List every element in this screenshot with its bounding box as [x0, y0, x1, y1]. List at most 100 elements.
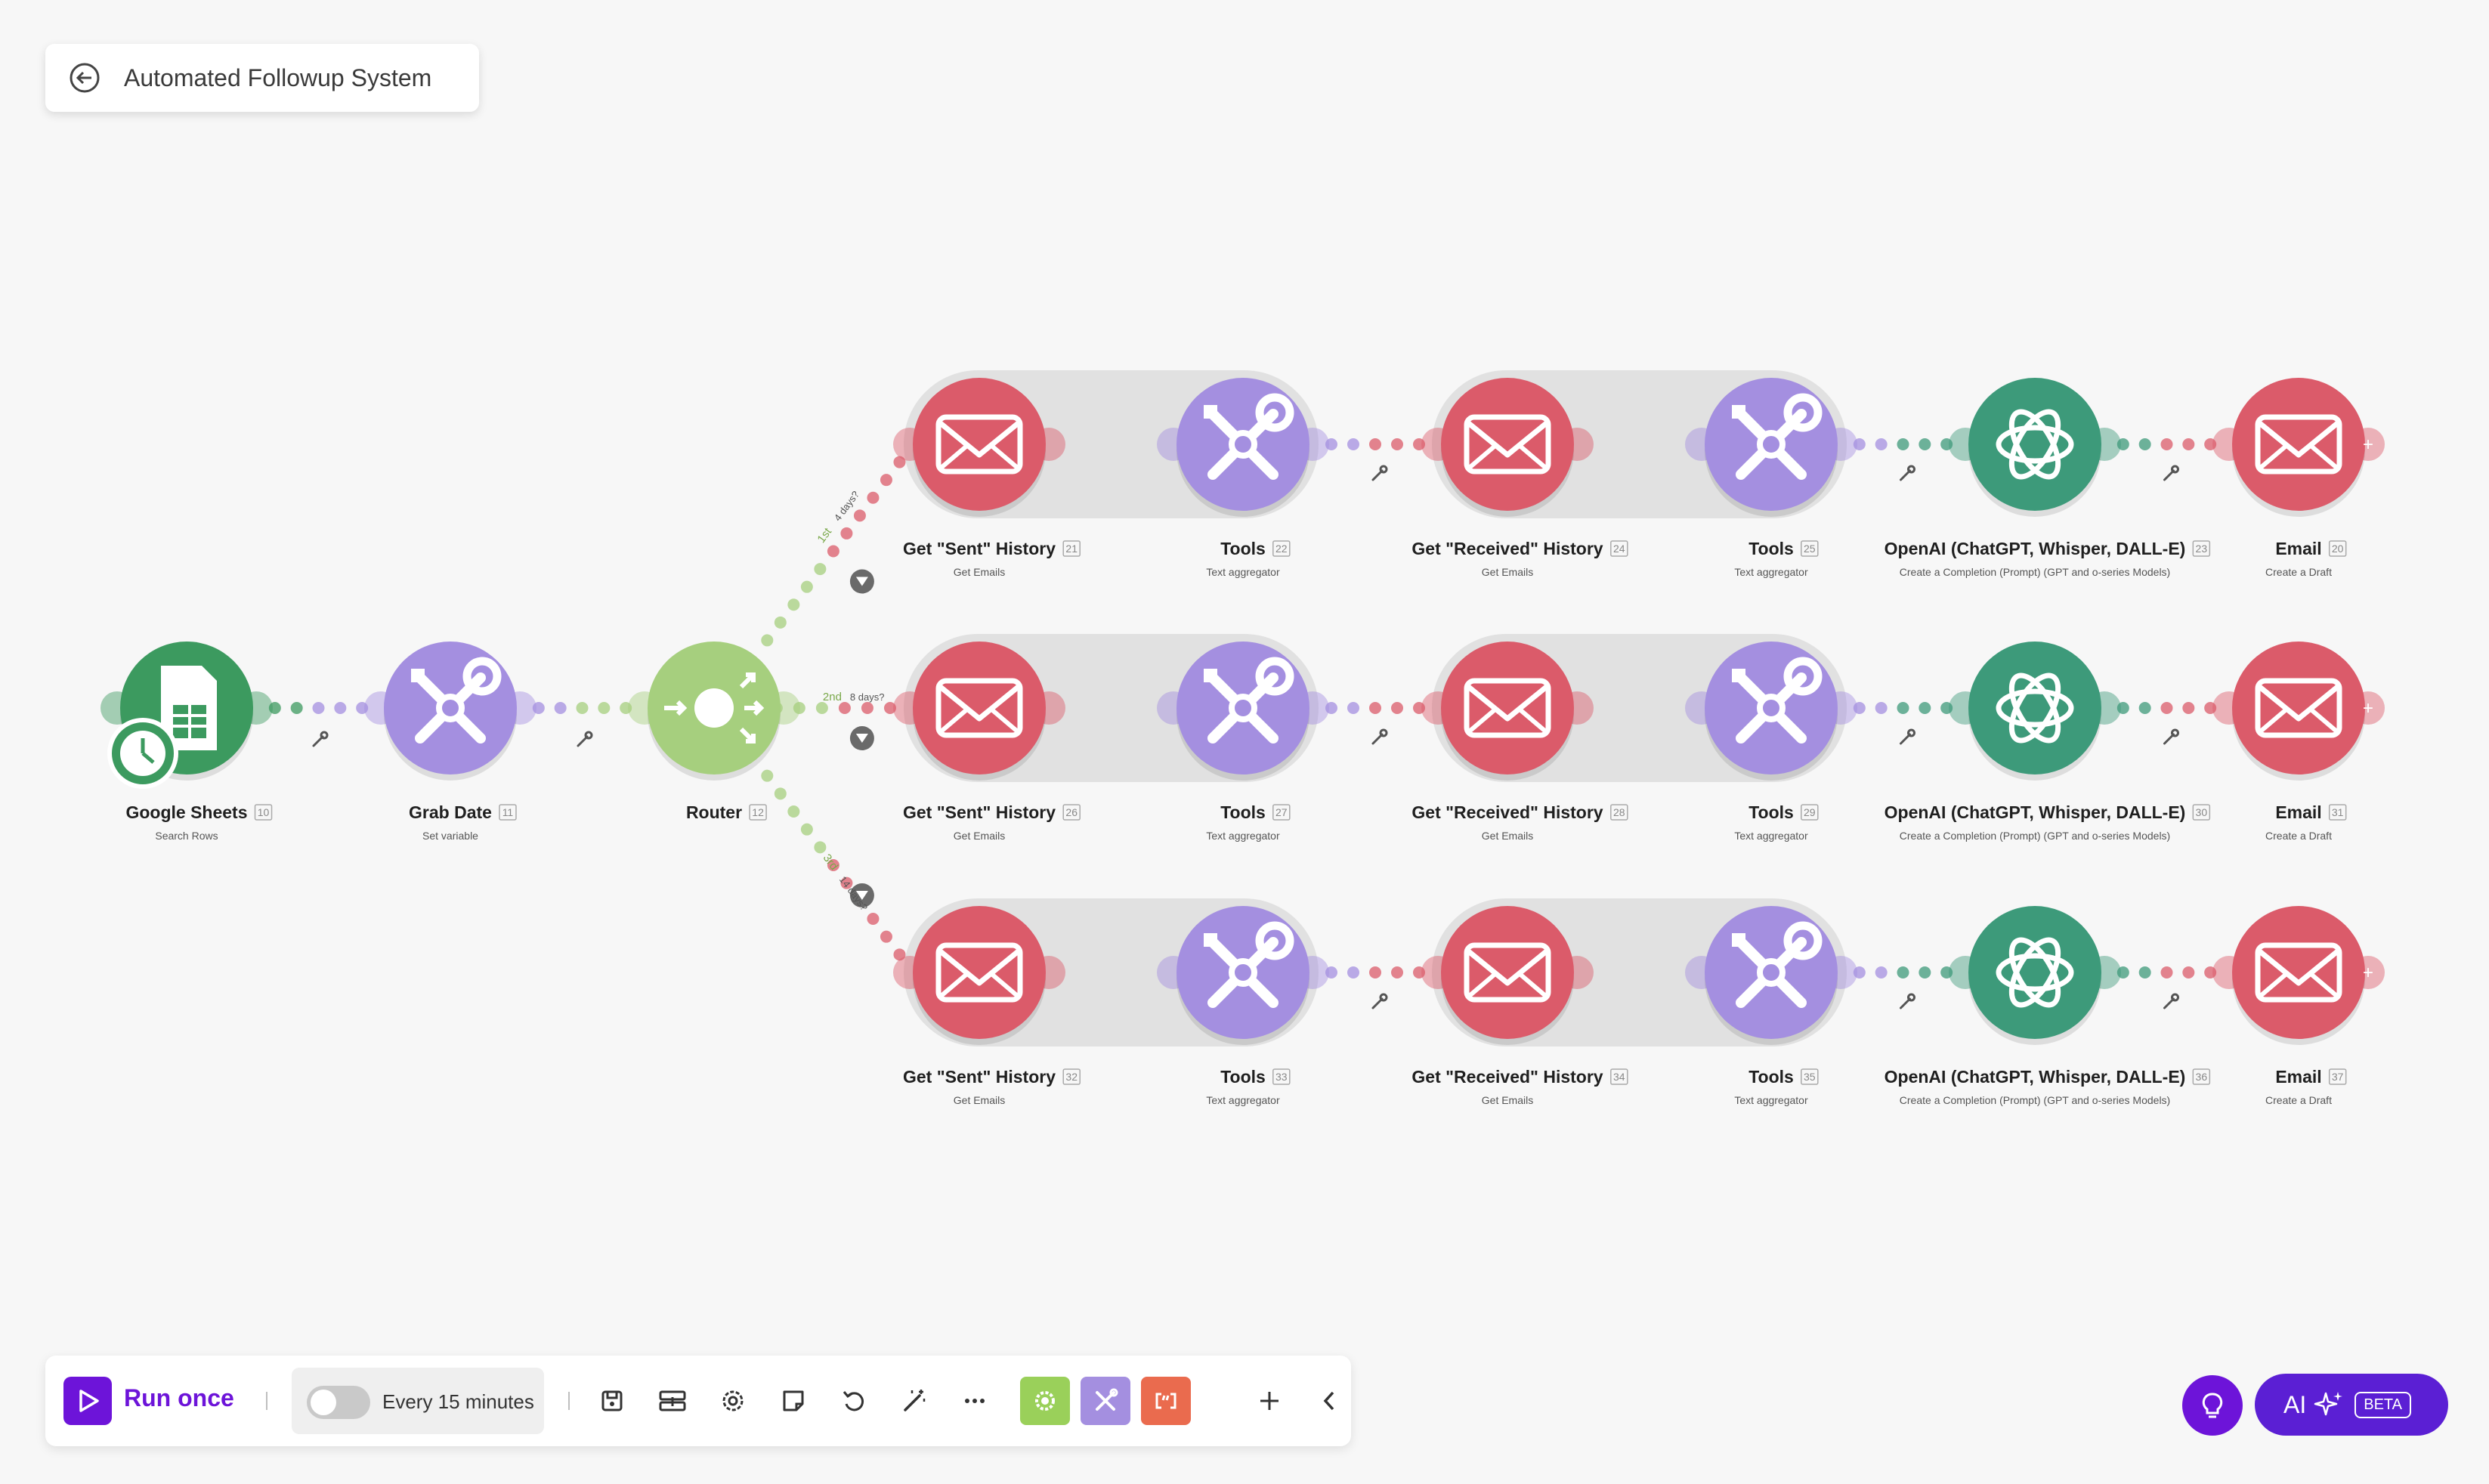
module-23[interactable]: OpenAI (ChatGPT, Whisper, DALL-E)23Creat…	[1885, 378, 2211, 578]
connection-settings-icon[interactable]	[1900, 465, 1915, 481]
connection-settings-icon[interactable]	[2163, 993, 2179, 1009]
hints-button[interactable]	[2182, 1375, 2243, 1436]
add-module-plus-icon[interactable]: +	[2363, 963, 2373, 983]
connection-dot	[1875, 438, 1888, 450]
connection-settings-icon[interactable]	[1900, 728, 1915, 745]
module-name: Get "Sent" History	[903, 802, 1056, 822]
email-module-circle[interactable]	[2232, 642, 2365, 774]
email-module-circle[interactable]	[913, 378, 1046, 511]
text-parser-app-icon[interactable]	[1141, 1377, 1191, 1425]
module-id: 24	[1613, 543, 1625, 555]
module-id-badge	[2328, 804, 2347, 821]
module-id: 22	[1275, 543, 1288, 555]
module-name: Grab Date	[409, 802, 492, 822]
run-once-label[interactable]: Run once	[124, 1384, 234, 1411]
connection-dot	[532, 702, 545, 714]
module-id: 23	[2196, 543, 2208, 555]
route-filter-icon[interactable]	[849, 883, 874, 907]
save-icon[interactable]	[594, 1383, 630, 1419]
connection-settings-icon[interactable]	[1371, 465, 1388, 481]
connection-dot	[2138, 702, 2151, 714]
module-30[interactable]: OpenAI (ChatGPT, Whisper, DALL-E)30Creat…	[1885, 642, 2211, 842]
connection-dot	[268, 702, 281, 714]
schedule-label: Every 15 minutes	[382, 1390, 534, 1413]
openai-module-circle[interactable]	[1968, 378, 2101, 511]
schedule-clock-icon[interactable]	[107, 718, 178, 789]
connection-settings-icon[interactable]	[577, 731, 593, 747]
ai-assistant-button[interactable]: AI BETA	[2255, 1374, 2448, 1436]
route-filter-icon[interactable]	[849, 726, 874, 750]
back-button[interactable]	[68, 61, 101, 94]
connection-settings-icon[interactable]	[1371, 728, 1388, 745]
module-action: Create a Completion (Prompt) (GPT and o-…	[1900, 830, 2170, 842]
module-id: 28	[1613, 806, 1625, 818]
notes-icon[interactable]	[775, 1383, 812, 1419]
magic-wand-icon[interactable]	[896, 1383, 932, 1419]
connection-dot	[2160, 702, 2173, 714]
email-module-circle[interactable]	[913, 906, 1046, 1039]
openai-module-circle[interactable]	[1968, 642, 2101, 774]
route-filter-icon[interactable]	[849, 569, 874, 594]
connection-dot	[2182, 966, 2195, 979]
module-id-badge	[1801, 1068, 1819, 1085]
undo-icon[interactable]	[836, 1383, 872, 1419]
module-36[interactable]: OpenAI (ChatGPT, Whisper, DALL-E)36Creat…	[1885, 906, 2211, 1106]
add-module-plus-icon[interactable]: +	[2363, 698, 2373, 719]
add-module-plus-icon[interactable]: +	[2363, 434, 2373, 455]
run-once-button[interactable]	[63, 1377, 112, 1425]
connection-dot	[2204, 438, 2217, 450]
settings-icon[interactable]	[715, 1383, 751, 1419]
email-module-circle[interactable]	[1441, 642, 1574, 774]
connection-settings-icon[interactable]	[1371, 993, 1388, 1009]
module-id: 36	[2196, 1071, 2208, 1083]
module-action: Create a Draft	[2265, 566, 2332, 578]
schedule-toggle[interactable]	[307, 1386, 370, 1419]
module-name: Email	[2275, 802, 2321, 822]
auto-align-icon[interactable]	[654, 1383, 691, 1419]
module-id: 21	[1065, 543, 1078, 555]
connection-settings-icon[interactable]	[1900, 993, 1915, 1009]
more-icon[interactable]	[957, 1383, 993, 1419]
connection-dot	[1919, 438, 1931, 450]
connection-dot	[2116, 438, 2129, 450]
connection-dot	[787, 805, 800, 818]
email-module-circle[interactable]	[1441, 378, 1574, 511]
schedule-control[interactable]: Every 15 minutes	[292, 1368, 544, 1434]
scenario-title-card: Automated Followup System	[45, 44, 479, 112]
connection-dot	[840, 527, 853, 539]
email-module-circle[interactable]	[913, 642, 1046, 774]
chevron-left-icon[interactable]	[1312, 1383, 1348, 1419]
connection-dot	[774, 787, 787, 800]
tools-app-icon[interactable]	[1020, 1377, 1070, 1425]
connection-settings-icon[interactable]	[2163, 465, 2179, 481]
connection-settings-icon[interactable]	[2163, 728, 2179, 745]
email-module-circle[interactable]	[2232, 378, 2365, 511]
flow-control-app-icon[interactable]	[1081, 1377, 1130, 1425]
module-name: Get "Sent" History	[903, 539, 1056, 558]
openai-module-circle[interactable]	[1968, 906, 2101, 1039]
email-module-circle[interactable]	[1441, 906, 1574, 1039]
connection-settings-icon[interactable]	[312, 731, 329, 747]
email-module-circle[interactable]	[2232, 906, 2365, 1039]
plus-icon[interactable]	[1251, 1383, 1288, 1419]
